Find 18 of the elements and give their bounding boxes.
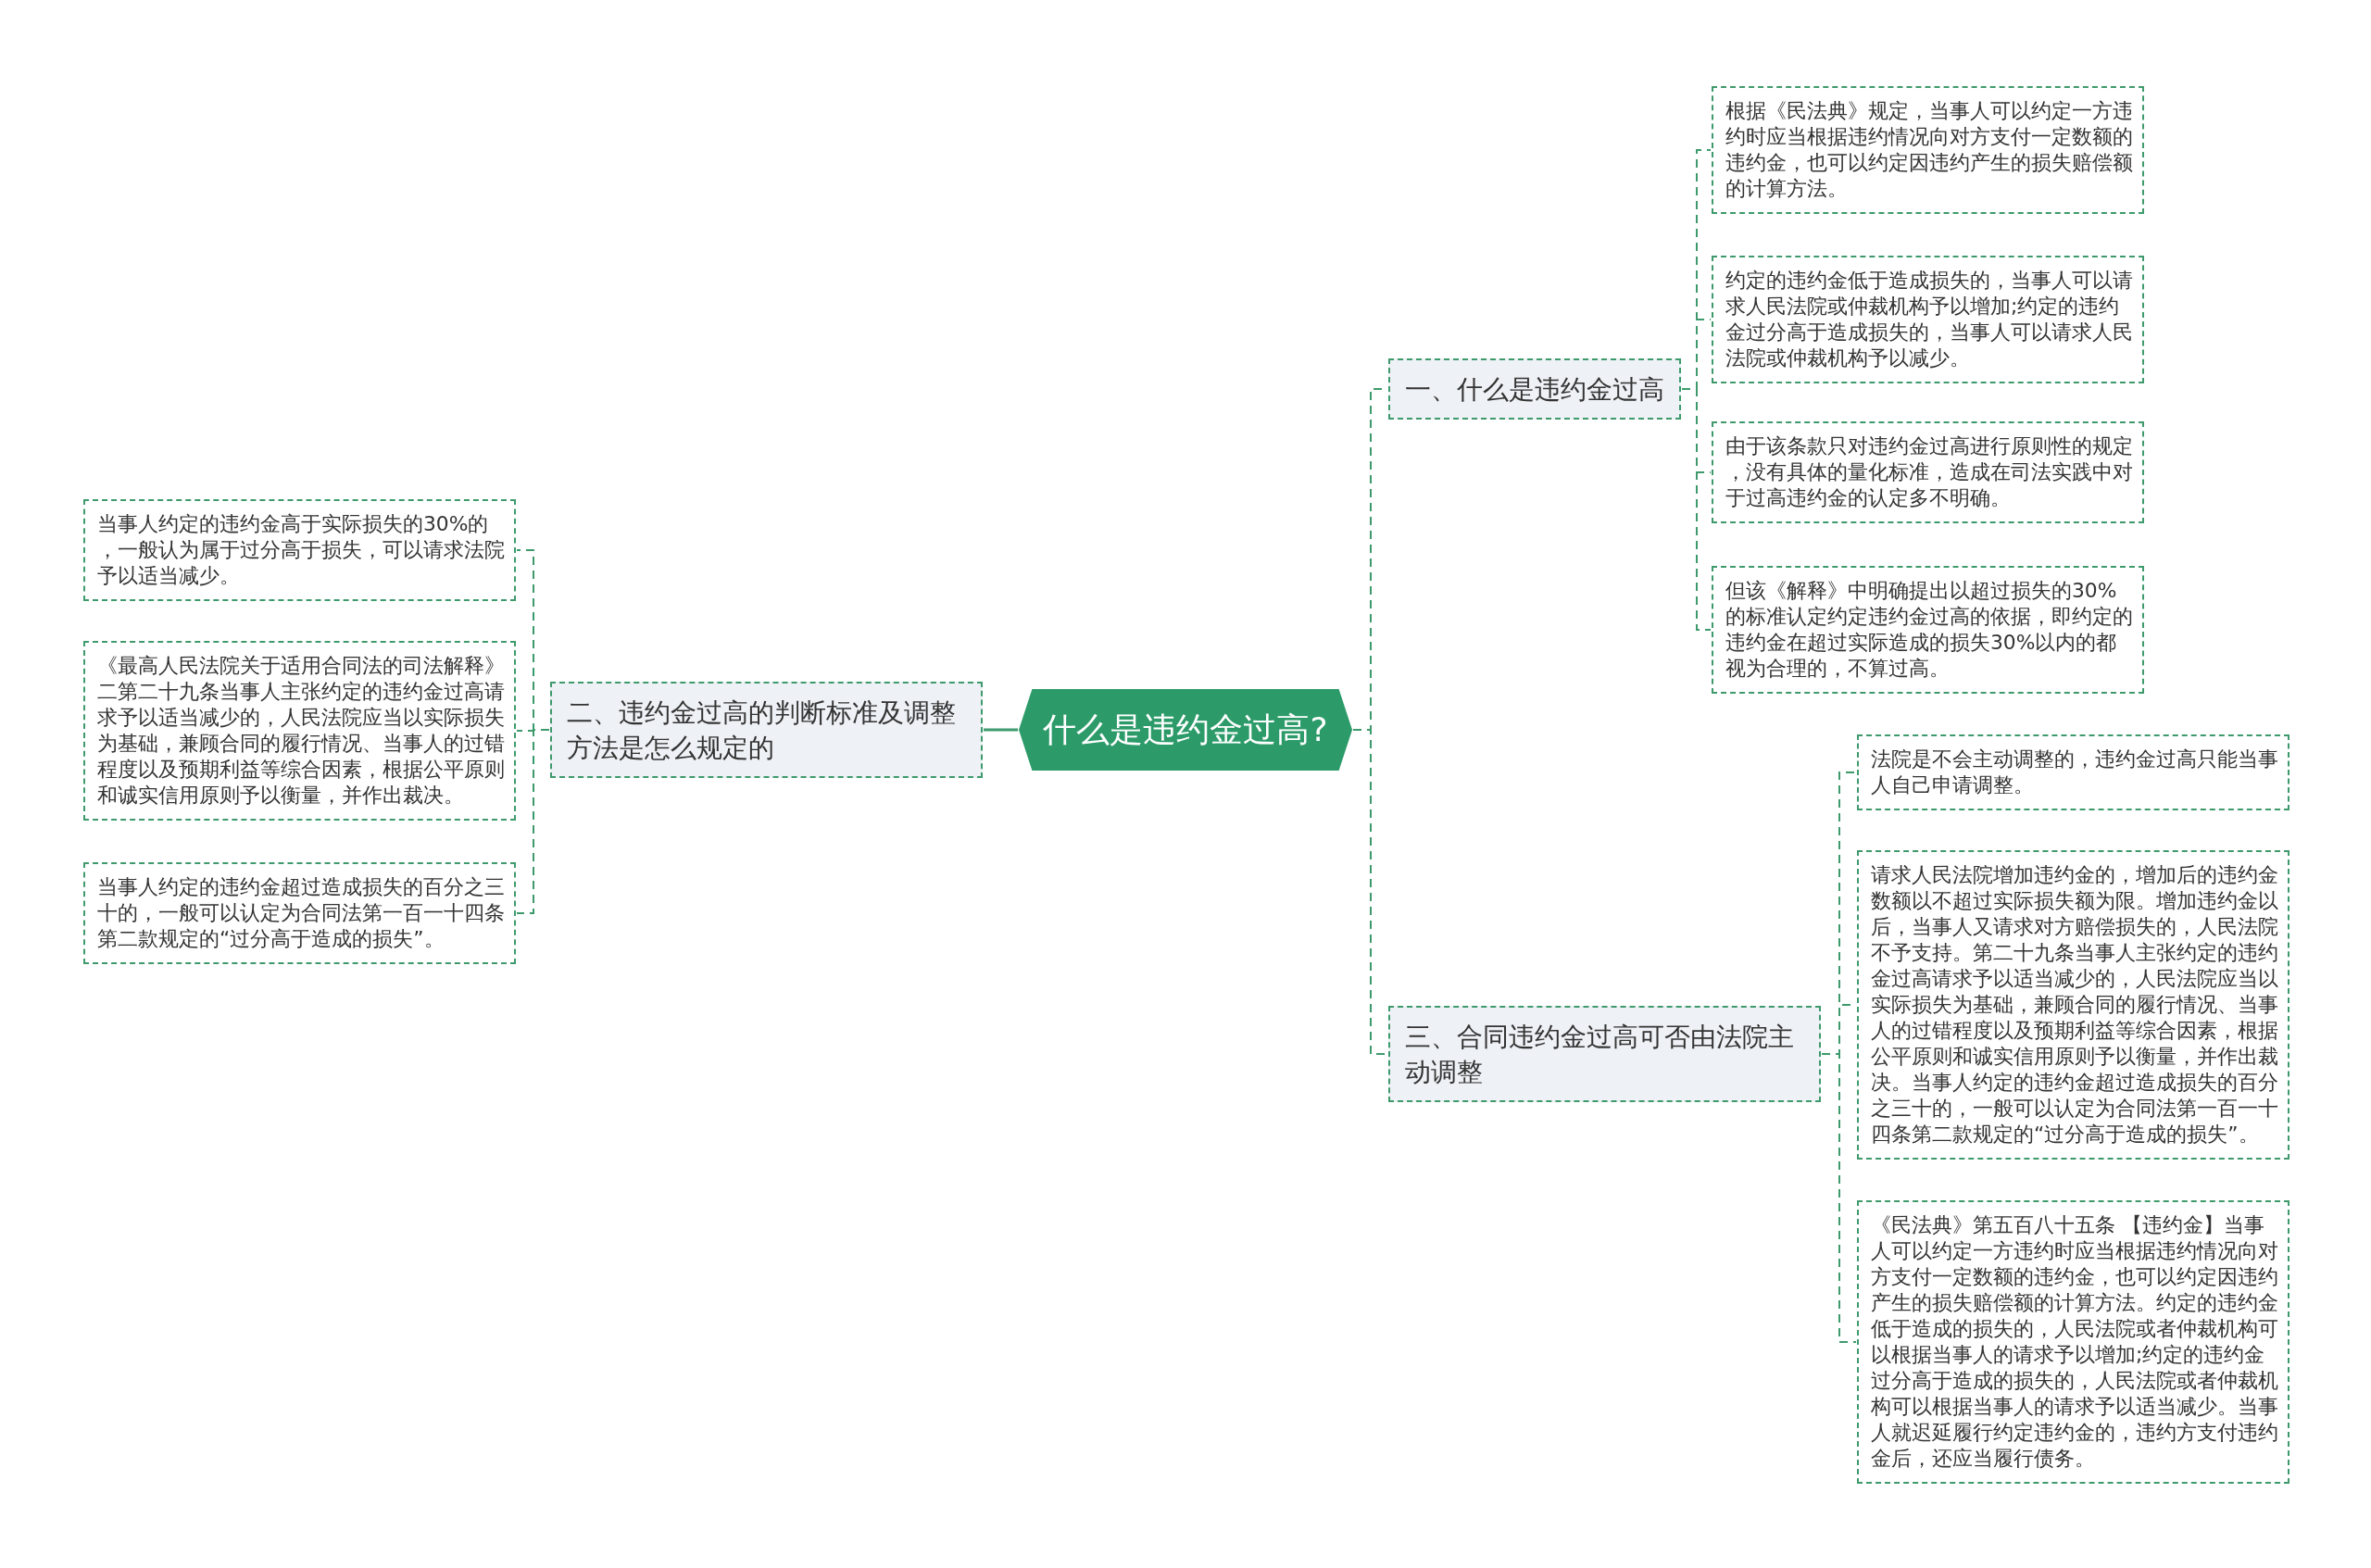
connector-line [1821,1053,1857,1343]
note-box: 由于该条款只对违约金过高进行原则性的规定，没有具体的量化标准，造成在司法实践中对于过高违约金的认定多不明确。 [1712,421,2144,523]
note-box: 但该《解释》中明确提出以超过损失的30%的标准认定约定违约金过高的依据，即约定的违约金在超过实际造成的损失30%以内的都视为合理的，不算过高。 [1712,566,2144,694]
note-box: 《最高人民法院关于适用合同法的司法解释》二第二十九条当事人主张约定的违约金过高请求予以适当减少的，人民法院应当以实际损失为基础，兼顾合同的履行情况、当事人的过错程度以及预期利益等综合因素，根据公平原则和诚实信用原则予以衡量，并作出裁决。 [83,641,516,821]
note-box: 请求人民法院增加违约金的，增加后的违约金数额以不超过实际损失额为限。增加违约金以后，当事人又请求对方赔偿损失的，人民法院不予支持。第二十九条当事人主张约定的违约金过高请求予以适当减少的，人民法院应当以实际损失为基础，兼顾合同的履行情况、当事人的过错程度以及预期利益等综合因素，根据公平原则和诚实信用原则予以衡量，并作出裁决。当事人约定的违约金超过造成损失的百分之三十的，一般可以认定为合同法第一百一十四条第二款规定的“过分高于造成的损失”。 [1857,850,2289,1160]
note-box: 当事人约定的违约金超过造成损失的百分之三十的，一般可以认定为合同法第一百一十四条第二款规定的“过分高于造成的损失”。 [83,862,516,964]
connector-line [984,728,1018,732]
connector-line [516,729,550,914]
topic-hexagon: 什么是违约金过高? [1019,689,1352,771]
note-box: 根据《民法典》规定，当事人可以约定一方违约时应当根据违约情况向对方支付一定数额的违约金，也可以约定因违约产生的损失赔偿额的计算方法。 [1712,86,2144,214]
note-box: 《民法典》第五百八十五条 【违约金】当事人可以约定一方违约时应当根据违约情况向对方支付一定数额的违约金，也可以约定因违约产生的损失赔偿额的计算方法。约定的违约金低于造成的损失的，人民法院或者仲裁机构可以根据当事人的请求予以增加;约定的违约金过分高于造成的损失的，人民法院或者仲裁机构可以根据当事人的请求予以适当减少。当事人就迟延履行约定违约金的，违约方支付违约金后，还应当履行债务。 [1857,1200,2289,1484]
note-box: 当事人约定的违约金高于实际损失的30%的，一般认为属于过分高于损失，可以请求法院予以适当减少。 [83,499,516,601]
connector-line [1681,388,1712,631]
note-box: 法院是不会主动调整的，违约金过高只能当事人自己申请调整。 [1857,734,2289,810]
subtopic-box: 二、违约金过高的判断标准及调整方法是怎么规定的 [550,682,983,778]
subtopic-box: 三、合同违约金过高可否由法院主动调整 [1388,1006,1821,1102]
subtopic-box: 一、什么是违约金过高 [1388,358,1681,420]
note-box: 约定的违约金低于造成损失的，当事人可以请求人民法院或仲裁机构予以增加;约定的违约金过分高于造成损失的，当事人可以请求人民法院或仲裁机构予以减少。 [1712,256,2144,383]
